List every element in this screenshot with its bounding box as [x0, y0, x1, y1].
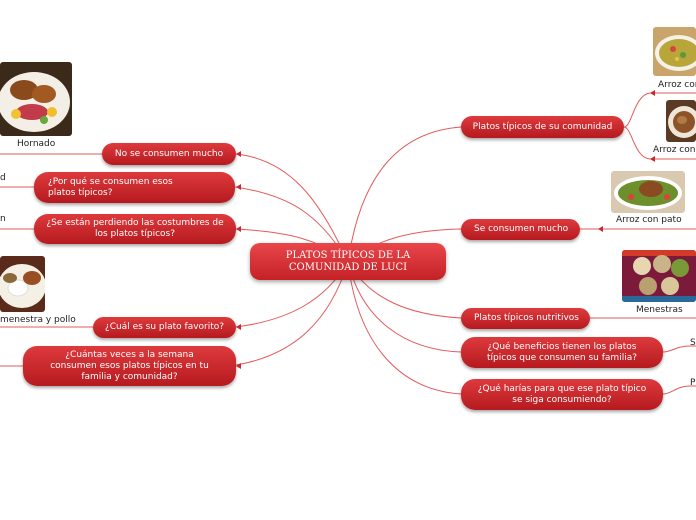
leaf-n: n — [0, 214, 6, 224]
branch-que-harias[interactable]: ¿Qué harías para que ese plato típico se… — [461, 379, 663, 410]
arroz-con-2-photo — [666, 100, 696, 142]
branch-por-que-se-consumen[interactable]: ¿Por qué se consumen esos platos típicos… — [34, 172, 235, 203]
leaf-hornado: Hornado — [17, 139, 55, 149]
arrow-icon — [236, 151, 241, 157]
menestras-photo — [622, 250, 696, 302]
connector — [348, 262, 461, 394]
leaf-arroz-con-1: Arroz con — [658, 80, 696, 90]
arrow-icon — [236, 363, 241, 369]
connector — [348, 127, 461, 262]
branch-que-beneficios[interactable]: ¿Qué beneficios tienen los platos típico… — [461, 337, 663, 368]
arrow-icon — [598, 226, 603, 232]
arroz-con-1-photo — [653, 27, 696, 76]
leaf-arroz-con-2: Arroz con — [653, 145, 695, 155]
arrow-icon — [236, 324, 241, 330]
branch-se-consumen-mucho[interactable]: Se consumen mucho — [461, 219, 580, 240]
leaf-s: S — [690, 338, 696, 348]
central-topic[interactable]: PLATOS TÍPICOS DE LA COMUNIDAD DE LUCI — [250, 243, 446, 280]
leaf-p: P — [690, 378, 695, 388]
branch-no-se-consumen-mucho[interactable]: No se consumen mucho — [102, 143, 236, 165]
leaf-menestras: Menestras — [636, 305, 683, 315]
menestra-y-pollo-photo — [0, 256, 45, 312]
arrow-icon — [650, 156, 655, 162]
leaf-menestra-y-pollo: menestra y pollo — [0, 315, 76, 325]
arrow-icon — [236, 184, 241, 190]
leaf-d: d — [0, 173, 6, 183]
branch-se-estan-perdiendo[interactable]: ¿Se están perdiendo las costumbres de lo… — [34, 214, 236, 244]
branch-cuantas-veces[interactable]: ¿Cuántas veces a la semana consumen esos… — [23, 346, 236, 386]
arroz-con-pato-photo — [611, 171, 685, 213]
arrow-icon — [650, 90, 655, 96]
hornado-photo — [0, 62, 72, 136]
branch-platos-nutritivos[interactable]: Platos típicos nutritivos — [461, 308, 590, 329]
leaf-arroz-con-pato: Arroz con pato — [616, 215, 682, 225]
arrow-icon — [236, 226, 241, 232]
branch-platos-tipicos-comunidad[interactable]: Platos típicos de su comunidad — [461, 116, 624, 138]
branch-plato-favorito[interactable]: ¿Cuál es su plato favorito? — [93, 317, 236, 338]
